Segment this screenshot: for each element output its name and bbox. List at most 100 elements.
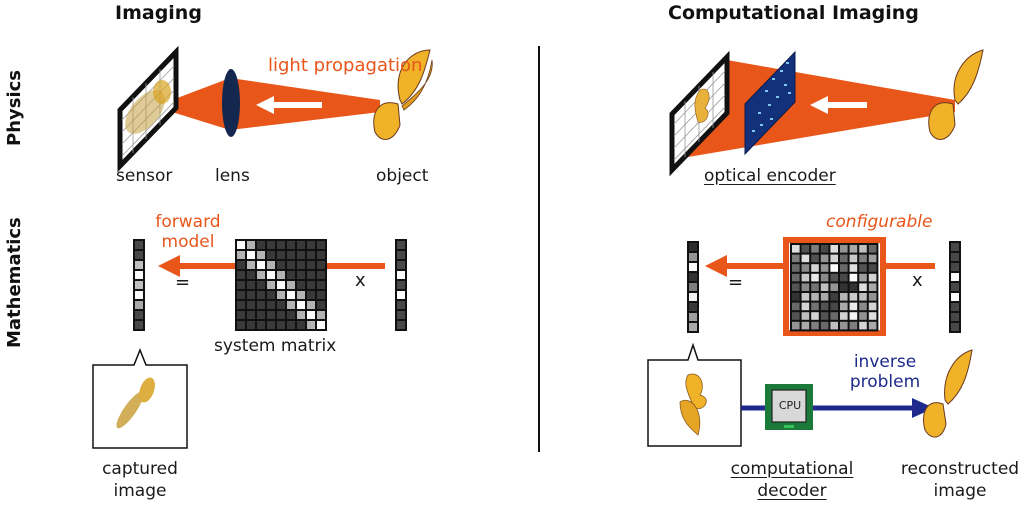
matrix-cell: [247, 261, 255, 269]
matrix-cell: [237, 291, 245, 299]
matrix-cell: [307, 251, 315, 259]
matrix-cell: [277, 271, 285, 279]
matrix-cell: [820, 283, 829, 291]
matrix-cell: [307, 261, 315, 269]
matrix-cell: [317, 291, 325, 299]
matrix-cell: [317, 261, 325, 269]
matrix-cell: [801, 264, 810, 272]
matrix-cell: [820, 302, 829, 311]
matrix-cell: [868, 293, 877, 301]
matrix-cell: [267, 311, 275, 319]
matrix-cell: [830, 321, 838, 330]
matrix-cell: [801, 321, 810, 330]
matrix-cell: [317, 251, 325, 259]
lens-label: lens: [215, 166, 250, 186]
matrix-cell: [840, 312, 848, 320]
blurred-butterfly-icon: [116, 377, 155, 429]
matrix-cell: [820, 312, 829, 320]
output-vector: [133, 239, 145, 331]
matrix-cell: [811, 254, 819, 263]
matrix-cell: [840, 254, 848, 263]
input-vector: [949, 241, 961, 333]
matrix-cell: [307, 311, 315, 319]
vector-cell: [689, 263, 697, 271]
matrix-cell: [237, 281, 245, 289]
matrix-cell: [317, 301, 325, 309]
matrix-cell: [237, 311, 245, 319]
matrix-cell: [792, 264, 800, 272]
matrix-cell: [811, 245, 819, 253]
matrix-cell: [840, 293, 848, 301]
matrix-cell: [257, 271, 265, 279]
vector-cell: [689, 313, 697, 321]
matrix-cell: [801, 273, 810, 282]
matrix-cell: [859, 312, 867, 320]
matrix-cell: [792, 254, 800, 263]
matrix-cell: [297, 321, 305, 329]
reconstructed-image-label: reconstructed image: [895, 458, 1024, 502]
computational-decoder-label-line1: computational: [730, 459, 854, 479]
propagation-arrow-icon: [256, 96, 322, 114]
matrix-cell: [307, 321, 315, 329]
equals-sign: =: [728, 272, 744, 293]
matrix-cell: [849, 245, 858, 253]
matrix-cell: [307, 291, 315, 299]
vector-cell: [397, 301, 405, 309]
times-sign: x: [912, 270, 923, 291]
vector-cell: [397, 241, 405, 249]
matrix-cell: [859, 254, 867, 263]
vector-cell: [689, 273, 697, 281]
matrix-cell: [287, 311, 295, 319]
matrix-cell: [287, 241, 295, 249]
matrix-cell: [247, 321, 255, 329]
vector-cell: [951, 243, 959, 251]
matrix-cell: [297, 261, 305, 269]
times-sign: x: [355, 270, 366, 291]
matrix-cell: [307, 271, 315, 279]
matrix-cell: [317, 241, 325, 249]
matrix-cell: [859, 293, 867, 301]
matrix-cell: [792, 283, 800, 291]
matrix-cell: [859, 273, 867, 282]
matrix-cell: [830, 283, 838, 291]
matrix-cell: [237, 251, 245, 259]
matrix-cell: [840, 273, 848, 282]
matrix-cell: [307, 281, 315, 289]
equals-sign: =: [175, 272, 191, 293]
matrix-cell: [317, 311, 325, 319]
forward-model-label-line1: forward: [155, 212, 221, 232]
vector-cell: [951, 283, 959, 291]
vector-cell: [135, 321, 143, 329]
matrix-cell: [849, 273, 858, 282]
inverse-problem-label: inverse problem: [840, 352, 930, 392]
matrix-cell: [257, 241, 265, 249]
matrix-cell: [297, 251, 305, 259]
vector-cell: [951, 263, 959, 271]
matrix-cell: [820, 245, 829, 253]
matrix-cell: [868, 283, 877, 291]
vector-cell: [135, 281, 143, 289]
vector-cell: [135, 271, 143, 279]
matrix-cell: [830, 264, 838, 272]
matrix-cell: [237, 321, 245, 329]
optical-encoder-label: optical encoder: [704, 166, 836, 186]
vector-cell: [397, 311, 405, 319]
matrix-cell: [820, 321, 829, 330]
vector-cell: [135, 291, 143, 299]
forward-model-label-line2: model: [161, 232, 215, 252]
forward-arrow-head-icon: [158, 255, 180, 277]
matrix-cell: [287, 271, 295, 279]
matrix-cell: [277, 311, 285, 319]
reconstructed-image-label-line1: reconstructed: [900, 459, 1020, 479]
matrix-cell: [849, 302, 858, 311]
vector-cell: [951, 253, 959, 261]
matrix-cell: [247, 271, 255, 279]
matrix-cell: [868, 273, 877, 282]
matrix-cell: [287, 261, 295, 269]
system-matrix: [235, 239, 327, 331]
matrix-cell: [820, 264, 829, 272]
matrix-cell: [830, 273, 838, 282]
matrix-cell: [801, 302, 810, 311]
matrix-cell: [859, 264, 867, 272]
forward-arrow-head-icon: [705, 255, 727, 277]
